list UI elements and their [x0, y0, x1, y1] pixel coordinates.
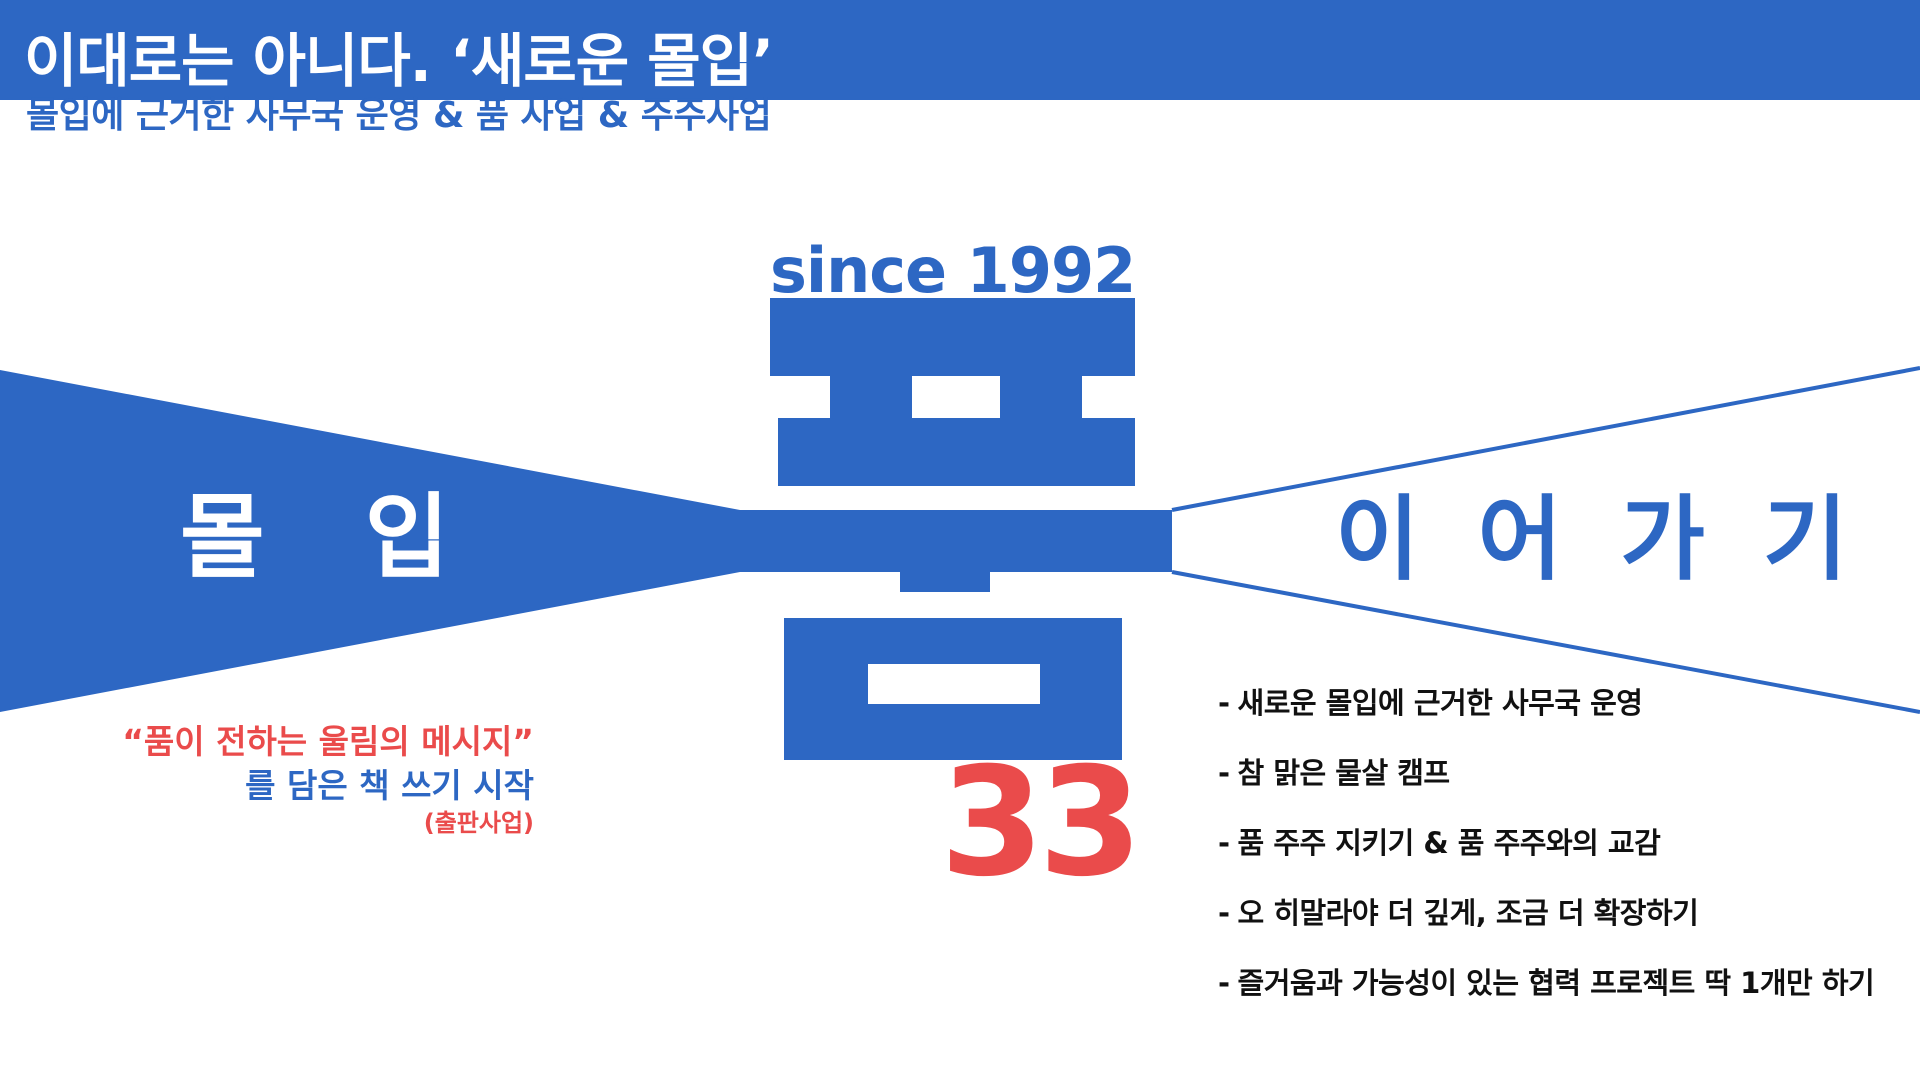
agenda-item-text: 오 히말라야 더 깊게, 조금 더 확장하기 — [1237, 896, 1699, 930]
agenda-item-text: 새로운 몰입에 근거한 사무국 운영 — [1237, 686, 1643, 720]
right-wedge-bottom-line — [1171, 570, 1920, 714]
list-item: -새로운 몰입에 근거한 사무국 운영 — [1218, 680, 1874, 750]
right-banner-word: 이어가기 — [1335, 486, 1906, 593]
pum-glyph — [740, 298, 1172, 592]
left-banner-word: 몰입 — [180, 484, 550, 591]
agenda-item-text: 참 맑은 물살 캠프 — [1237, 756, 1451, 790]
bullet-dash: - — [1218, 966, 1230, 1000]
list-item: -즐거움과 가능성이 있는 협력 프로젝트 딱 1개만 하기 — [1218, 960, 1875, 1030]
agenda-list: -새로운 몰입에 근거한 사무국 운영 -참 맑은 물살 캠프 -품 주주 지키… — [1218, 680, 1875, 1030]
list-item: -품 주주 지키기 & 품 주주와의 교감 — [1218, 820, 1874, 890]
agenda-item-text: 품 주주 지키기 & 품 주주와의 교감 — [1237, 826, 1661, 860]
quote-line-1: “품이 전하는 울림의 메시지” — [122, 722, 534, 761]
bullet-dash: - — [1218, 896, 1230, 930]
header-bar — [0, 0, 1920, 100]
slide-title: 이대로는 아니다. ‘새로운 몰입’ — [24, 27, 774, 95]
bullet-dash: - — [1218, 826, 1230, 860]
anniversary-number: 33 — [940, 736, 1143, 910]
left-wedge — [0, 370, 740, 712]
right-wedge-top-line — [1171, 366, 1920, 512]
bullet-dash: - — [1218, 756, 1230, 790]
slide-subtitle: 몰입에 근거한 사무국 운영 & 품 사업 & 주주사업 — [26, 95, 772, 136]
quote-line-2: 를 담은 책 쓰기 시작 — [245, 766, 534, 805]
bullet-dash: - — [1218, 686, 1230, 720]
quote-note: (출판사업) — [423, 809, 534, 837]
since-label: since 1992 — [770, 234, 1136, 307]
pum-glyph-bottom — [784, 618, 1122, 760]
list-item: -참 맑은 물살 캠프 — [1218, 750, 1874, 820]
agenda-item-text: 즐거움과 가능성이 있는 협력 프로젝트 딱 1개만 하기 — [1237, 966, 1875, 1000]
list-item: -오 히말라야 더 깊게, 조금 더 확장하기 — [1218, 890, 1874, 960]
